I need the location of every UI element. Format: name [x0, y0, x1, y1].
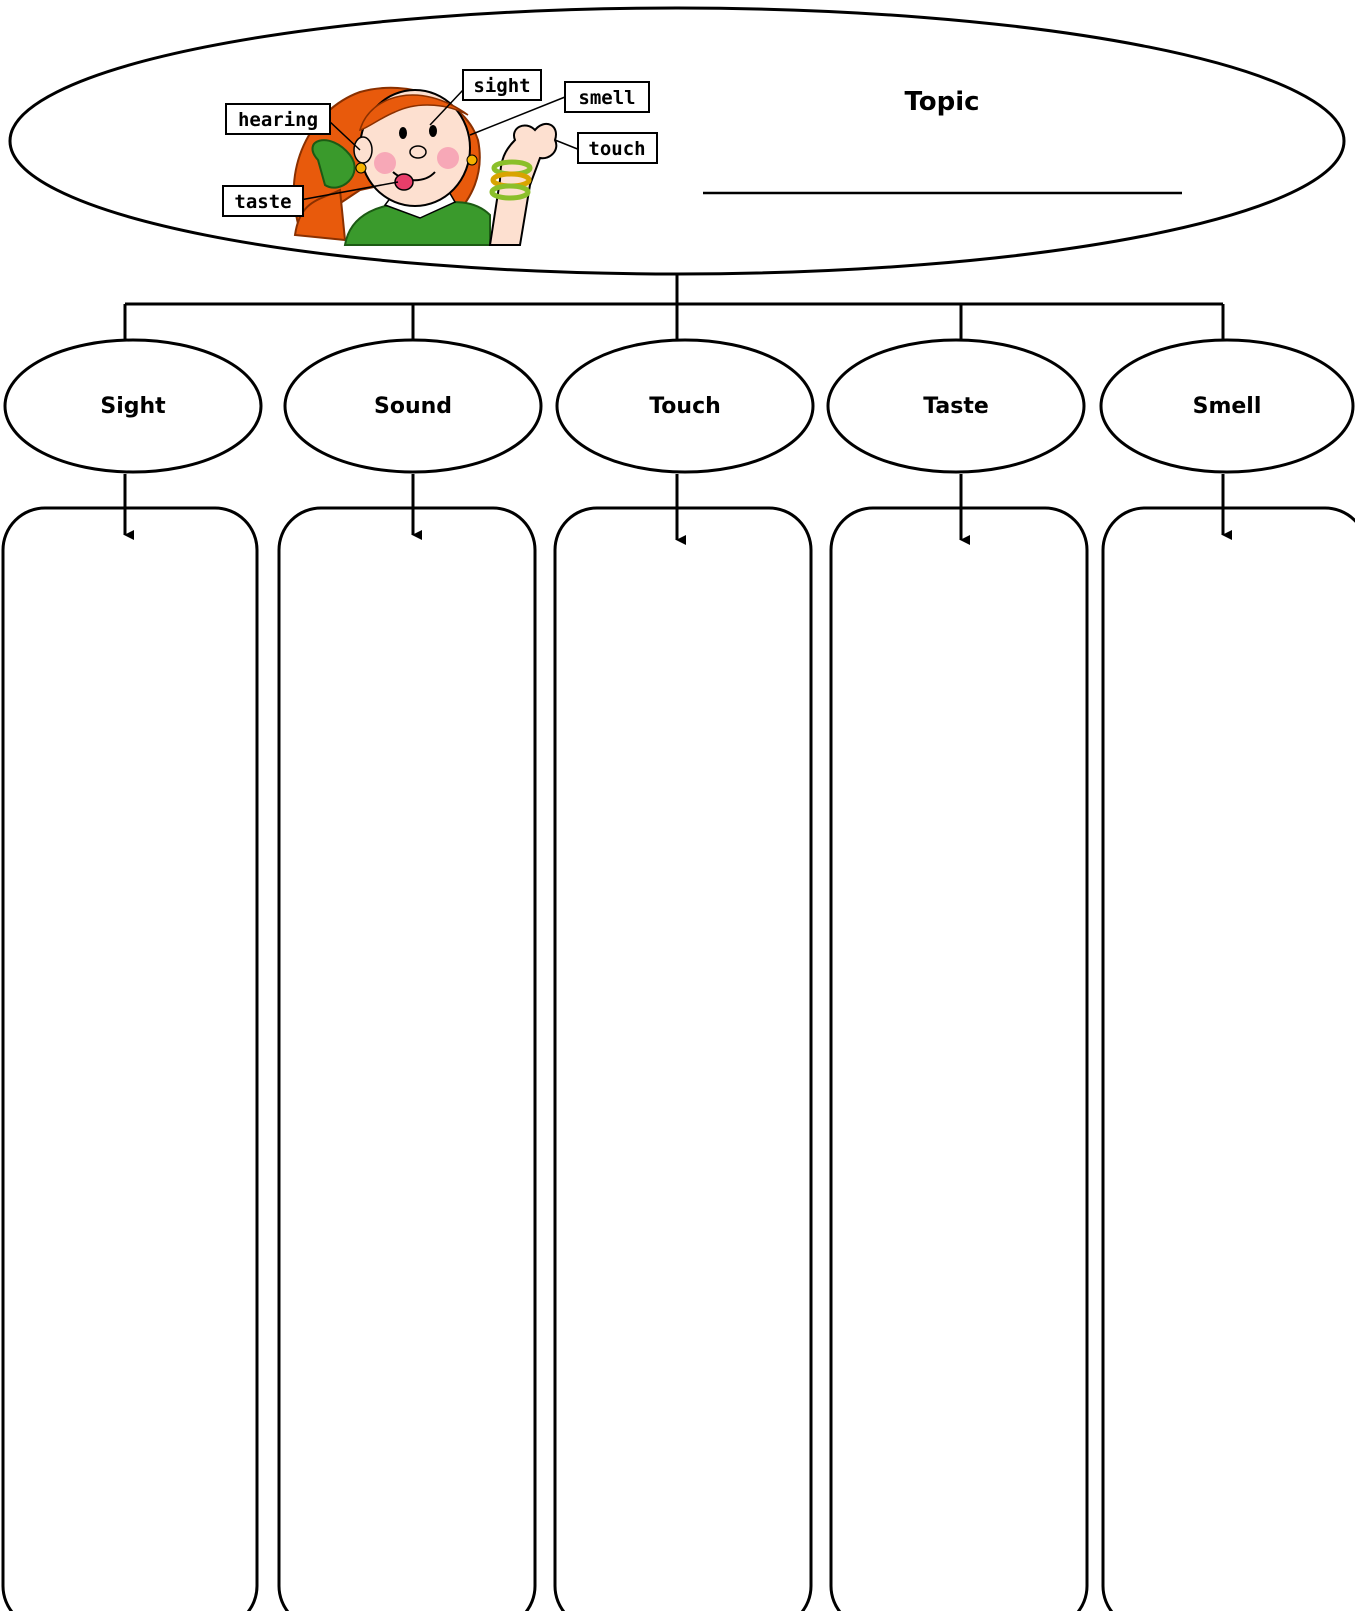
five-senses-girl-illustration: hearing sight smell touch taste [222, 69, 658, 246]
sense-oval-taste [826, 338, 1086, 474]
answer-box-touch[interactable] [553, 506, 813, 1611]
sense-oval-touch [555, 338, 815, 474]
connector-lines [123, 274, 1225, 340]
tag-touch: touch [577, 132, 658, 164]
answer-box-sound[interactable] [277, 506, 537, 1611]
answer-box-taste[interactable] [829, 506, 1089, 1611]
tag-taste: taste [222, 185, 304, 217]
sense-label-taste: Taste [923, 394, 989, 419]
tag-sight: sight [462, 69, 542, 101]
tag-hearing: hearing [225, 103, 331, 135]
sense-oval-smell [1099, 338, 1355, 474]
sense-label-sound: Sound [374, 394, 452, 419]
topic-label: Topic [904, 87, 979, 117]
tag-smell-label: smell [578, 87, 635, 109]
sense-column-taste: Taste [826, 338, 1089, 1611]
tag-taste-label: taste [234, 191, 291, 213]
tag-sight-label: sight [473, 75, 530, 97]
topic-ellipse [8, 6, 1346, 276]
tag-smell: smell [564, 81, 650, 113]
sense-label-smell: Smell [1193, 394, 1262, 419]
sense-oval-sound [283, 338, 543, 474]
sense-column-touch: Touch [553, 338, 815, 1611]
sense-oval-sight [3, 338, 263, 474]
sense-column-sight: Sight [1, 338, 263, 1611]
tag-touch-label: touch [588, 138, 645, 160]
sense-column-smell: Smell [1099, 338, 1355, 1611]
sense-label-touch: Touch [649, 394, 721, 419]
answer-box-sight[interactable] [1, 506, 259, 1611]
tag-hearing-label: hearing [238, 109, 318, 131]
sense-label-sight: Sight [100, 394, 166, 419]
sense-column-sound: Sound [277, 338, 543, 1611]
answer-box-smell[interactable] [1101, 506, 1355, 1611]
